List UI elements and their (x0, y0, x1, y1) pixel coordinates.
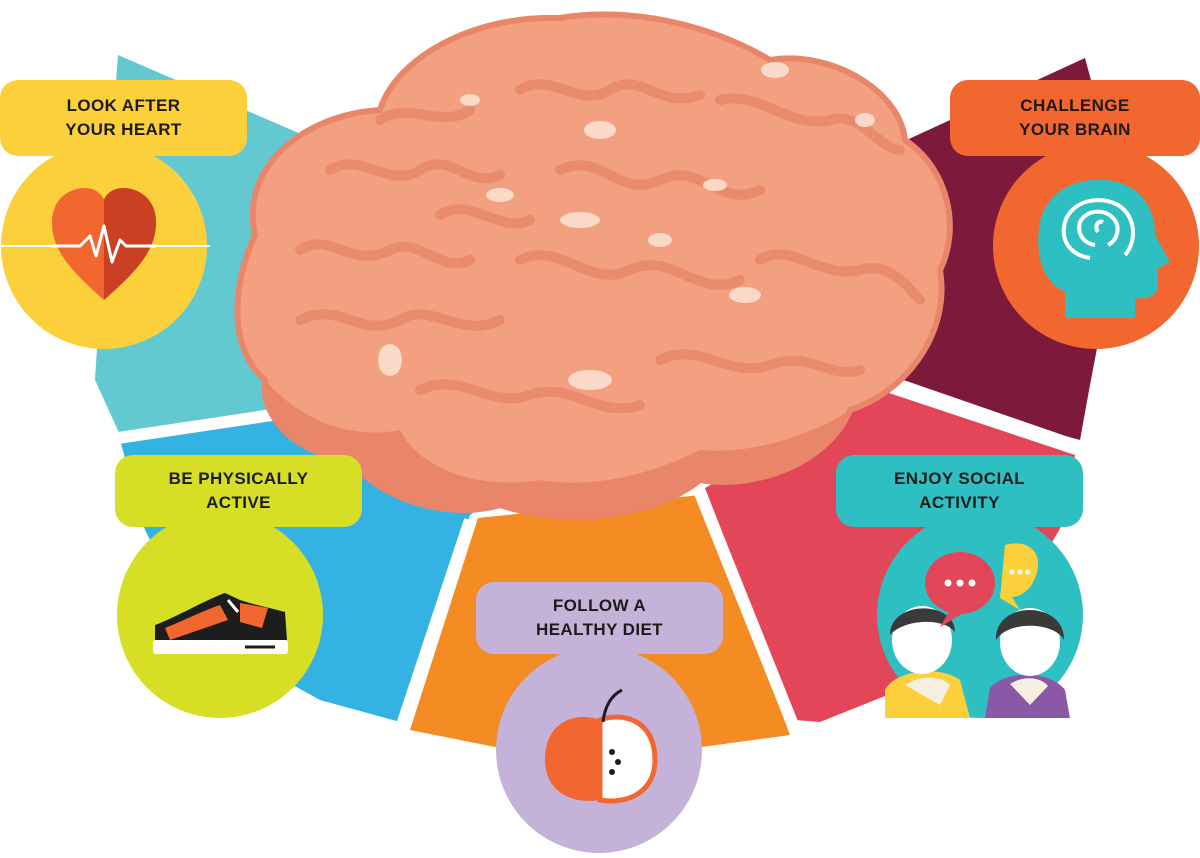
sneaker-icon (153, 593, 288, 654)
people-chat-icon (885, 543, 1070, 718)
diet-item (496, 647, 702, 853)
head-maze-icon (1038, 179, 1170, 318)
heart-item (0, 143, 210, 349)
apple-icon (545, 688, 658, 804)
heart-pulse-icon (52, 188, 156, 300)
social-item (877, 512, 1083, 718)
label-challenge-your-brain: CHALLENGE YOUR BRAIN (950, 80, 1200, 156)
label-follow-healthy-diet: FOLLOW A HEALTHY DIET (476, 582, 723, 654)
brain-illustration (234, 11, 953, 520)
label-enjoy-social-activity: ENJOY SOCIAL ACTIVITY (836, 455, 1083, 527)
active-item (117, 512, 323, 718)
challenge-item (993, 143, 1199, 349)
label-look-after-heart: LOOK AFTER YOUR HEART (0, 80, 247, 156)
label-be-physically-active: BE PHYSICALLY ACTIVE (115, 455, 362, 527)
